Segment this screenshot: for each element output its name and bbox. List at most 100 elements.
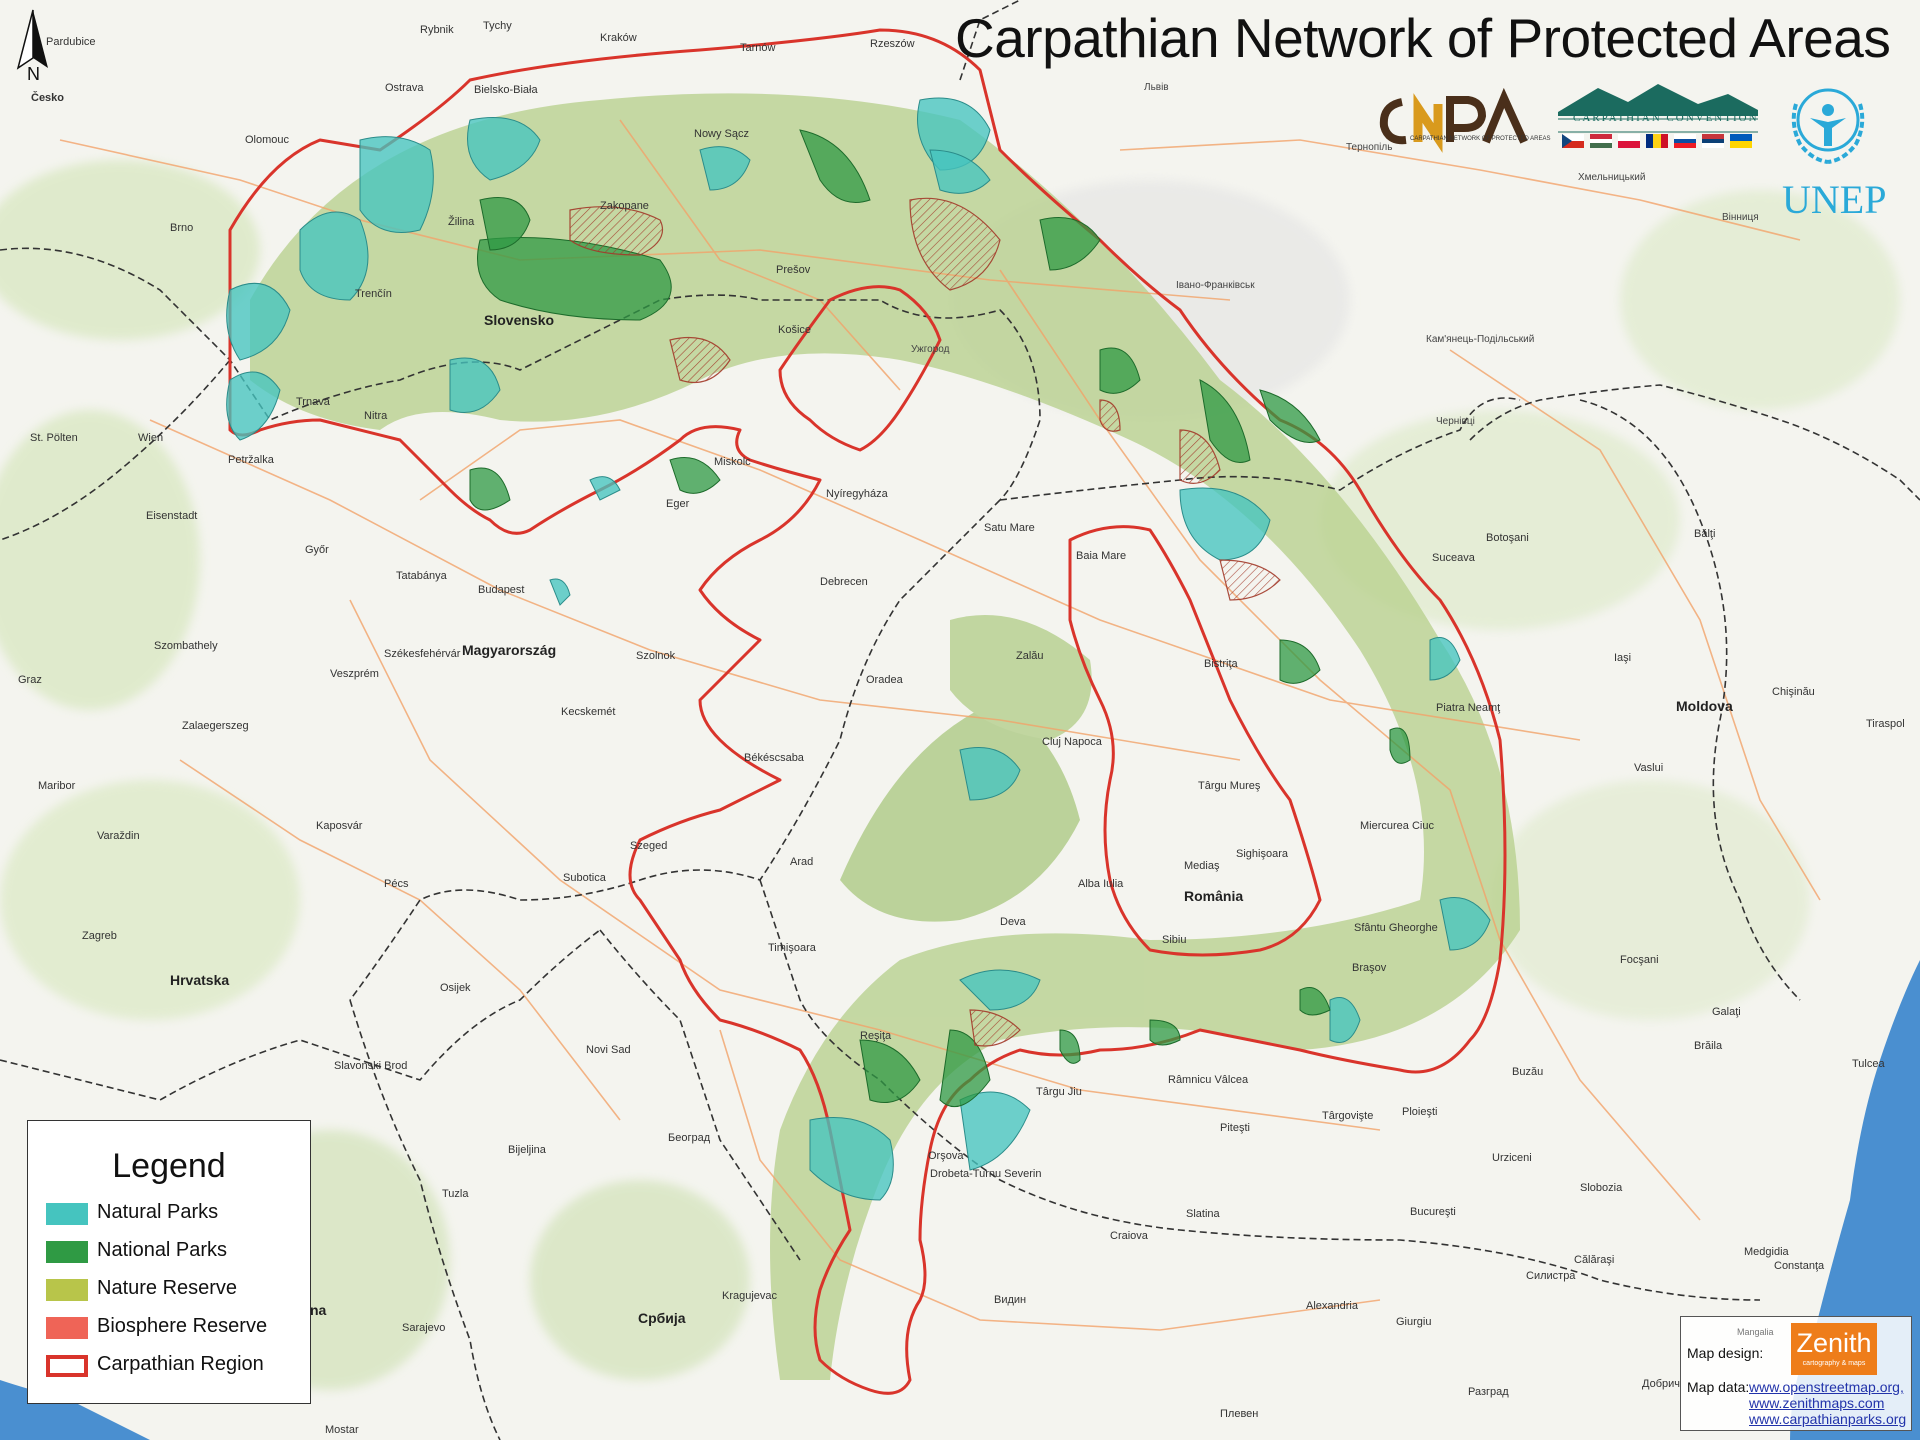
legend-label: Nature Reserve [97,1277,238,1299]
legend-swatch [46,1203,88,1225]
zenithmaps-link[interactable]: www.zenithmaps.com [1749,1395,1885,1411]
national-parks[interactable] [469,129,1411,1108]
place-label: Nyíregyháza [826,488,888,500]
place-label: Medgidia [1744,1246,1789,1258]
place-label: Івано-Франківськ [1176,280,1255,291]
place-label: Zakopane [600,200,649,212]
place-label: Timişoara [768,942,816,954]
natural-parks[interactable] [226,97,1491,1201]
national-park-area [1039,217,1101,271]
place-label: Békéscsaba [744,752,804,764]
north-arrow-icon [16,9,48,70]
carpathianparks-link[interactable]: www.carpathianparks.org [1749,1411,1907,1427]
biosphere-reserves[interactable] [569,197,1281,1047]
natural-park-area [929,149,991,194]
legend-title: Legend [112,1147,226,1185]
place-label: Bielsko-Biała [474,84,538,96]
place-label: Tuzla [442,1188,469,1200]
place-label: Вінниця [1722,212,1759,223]
national-park-area [1149,1019,1181,1046]
place-label: Varaždin [97,830,140,842]
map-data-label: Map data: [1687,1379,1750,1395]
natural-park-area [589,476,621,501]
place-label: Târgovişte [1322,1110,1374,1122]
national-park-area [1279,639,1321,684]
natural-park-area [1179,487,1271,561]
legend-label: Biosphere Reserve [97,1315,268,1337]
place-label: Satu Mare [984,522,1035,534]
place-label: Pécs [384,878,409,890]
place-label: Mangalia [1737,1327,1774,1337]
place-label: Bucureşti [1410,1206,1456,1218]
biosphere-reserve-area [1219,559,1281,601]
place-label: Плевен [1220,1408,1259,1420]
legend-label: Carpathian Region [97,1353,264,1375]
place-label: Veszprém [330,668,379,680]
place-label: Rzeszów [870,38,915,50]
natural-park-area [299,211,369,301]
place-label: Wien [138,432,164,444]
cnpa-logo-subtitle: CARPATHIAN NETWORK OF PROTECTED AREAS [1410,136,1551,142]
place-label: Tarnów [740,42,776,54]
map-design-label: Map design: [1687,1345,1764,1361]
place-label: Ужгород [911,344,950,355]
place-label: Rybnik [420,24,454,36]
zenith-logo: Zenith cartography & maps [1791,1323,1877,1375]
natural-park-area [549,578,571,606]
place-label: Szolnok [636,650,676,662]
place-label: Buzău [1512,1066,1544,1078]
openstreetmap-link[interactable]: www.openstreetmap.org, [1749,1379,1904,1395]
place-label: Piatra Neamţ [1436,702,1501,714]
biosphere-reserve-area [669,336,731,384]
legend-swatch [46,1355,88,1377]
place-label: Ostrava [385,82,424,94]
place-label: Ploieşti [1402,1106,1438,1118]
cnpa-logo-icon [1379,87,1528,153]
place-label: Oradea [866,674,903,686]
place-label: Trenčín [355,288,392,300]
mountain-ranges [250,93,1520,1380]
place-label: Alba Iulia [1078,878,1124,890]
place-label: Česko [31,92,65,104]
place-label: Szeged [630,840,668,852]
zenith-logo-subtitle: cartography & maps [1802,1360,1866,1367]
legend-swatch [46,1317,88,1339]
place-label: Galaţi [1712,1006,1741,1018]
unep-emblem-icon [1791,88,1865,164]
natural-park-area [1439,897,1491,951]
place-label: Novi Sad [586,1044,631,1056]
national-park-area [939,1029,991,1108]
legend: Legend Natural Parks National Parks Natu… [27,1120,311,1404]
place-label: Iaşi [1614,652,1632,664]
biosphere-reserve-area [1179,429,1221,484]
place-label: Drobeta-Turnu Severin [930,1168,1042,1180]
place-label: Tiraspol [1866,718,1905,730]
place-label: Brăila [1694,1040,1723,1052]
country-label: Magyarország [462,642,557,658]
national-park-area [669,457,721,494]
place-label: Nowy Sącz [694,128,750,140]
biosphere-reserve-area [909,197,1001,291]
legend-swatch [46,1241,88,1263]
legend-label: National Parks [97,1239,228,1261]
natural-park-area [467,117,541,181]
place-label: Osijek [440,982,471,994]
legend-swatch [46,1279,88,1301]
place-label: Sighişoara [1236,848,1288,860]
place-label: Bălţi [1694,528,1716,540]
country-label: na [310,1302,327,1318]
north-label: N [27,64,40,84]
place-label: Slobozia [1580,1182,1623,1194]
place-label: Хмельницький [1578,172,1646,183]
place-label: Focşani [1620,954,1659,966]
national-park-area [479,197,531,251]
place-label: Zalău [1016,650,1044,662]
national-park-area [1199,379,1251,463]
natural-park-area [226,282,291,361]
country-label: Hrvatska [170,972,230,988]
country-label: România [1184,888,1244,904]
carpathian-convention-logo-icon [1558,84,1758,148]
place-label: Miskolc [714,456,751,468]
place-label: Piteşti [1220,1122,1250,1134]
